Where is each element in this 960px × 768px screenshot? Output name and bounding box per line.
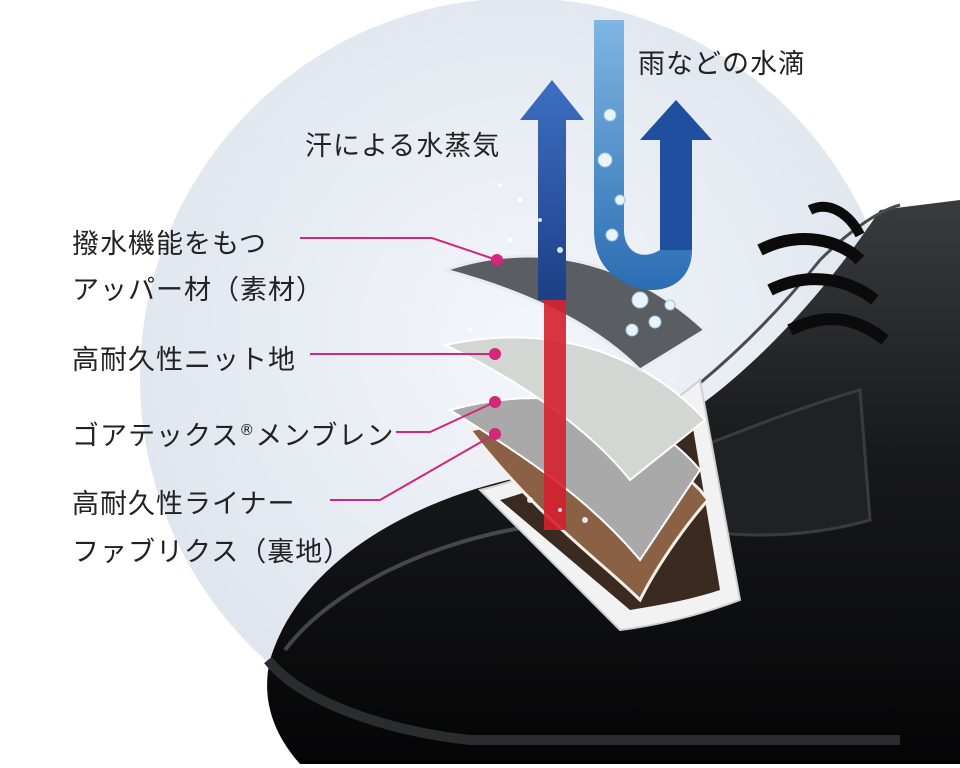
leader-lines [300,237,498,501]
gore-label-suffix: メンブレン [255,421,395,452]
gore-label: ゴアテックス®メンブレン [72,414,394,453]
vapor-arrow-left [520,80,584,300]
vapor-arrow-right [640,100,712,250]
knit-label: 高耐久性ニット地 [72,345,296,376]
rain-label: 雨などの水滴 [638,49,806,80]
liner-label-line1: 高耐久性ライナー [72,489,296,520]
leader-dots [489,254,503,440]
red-core [544,285,566,530]
sweat-vapor-label: 汗による水蒸気 [305,131,501,162]
gore-label-name: ゴアテックス [72,421,240,452]
water-droplets [597,108,676,337]
upper-label-line1: 撥水機能をもつ [72,229,267,260]
knit-layer [441,336,707,482]
upper-label-line2: アッパー材（素材） [72,275,324,306]
registered-mark: ® [239,421,256,439]
vapor-particles [467,183,588,523]
liner-label-line2: ファブリクス（裏地） [72,537,352,568]
